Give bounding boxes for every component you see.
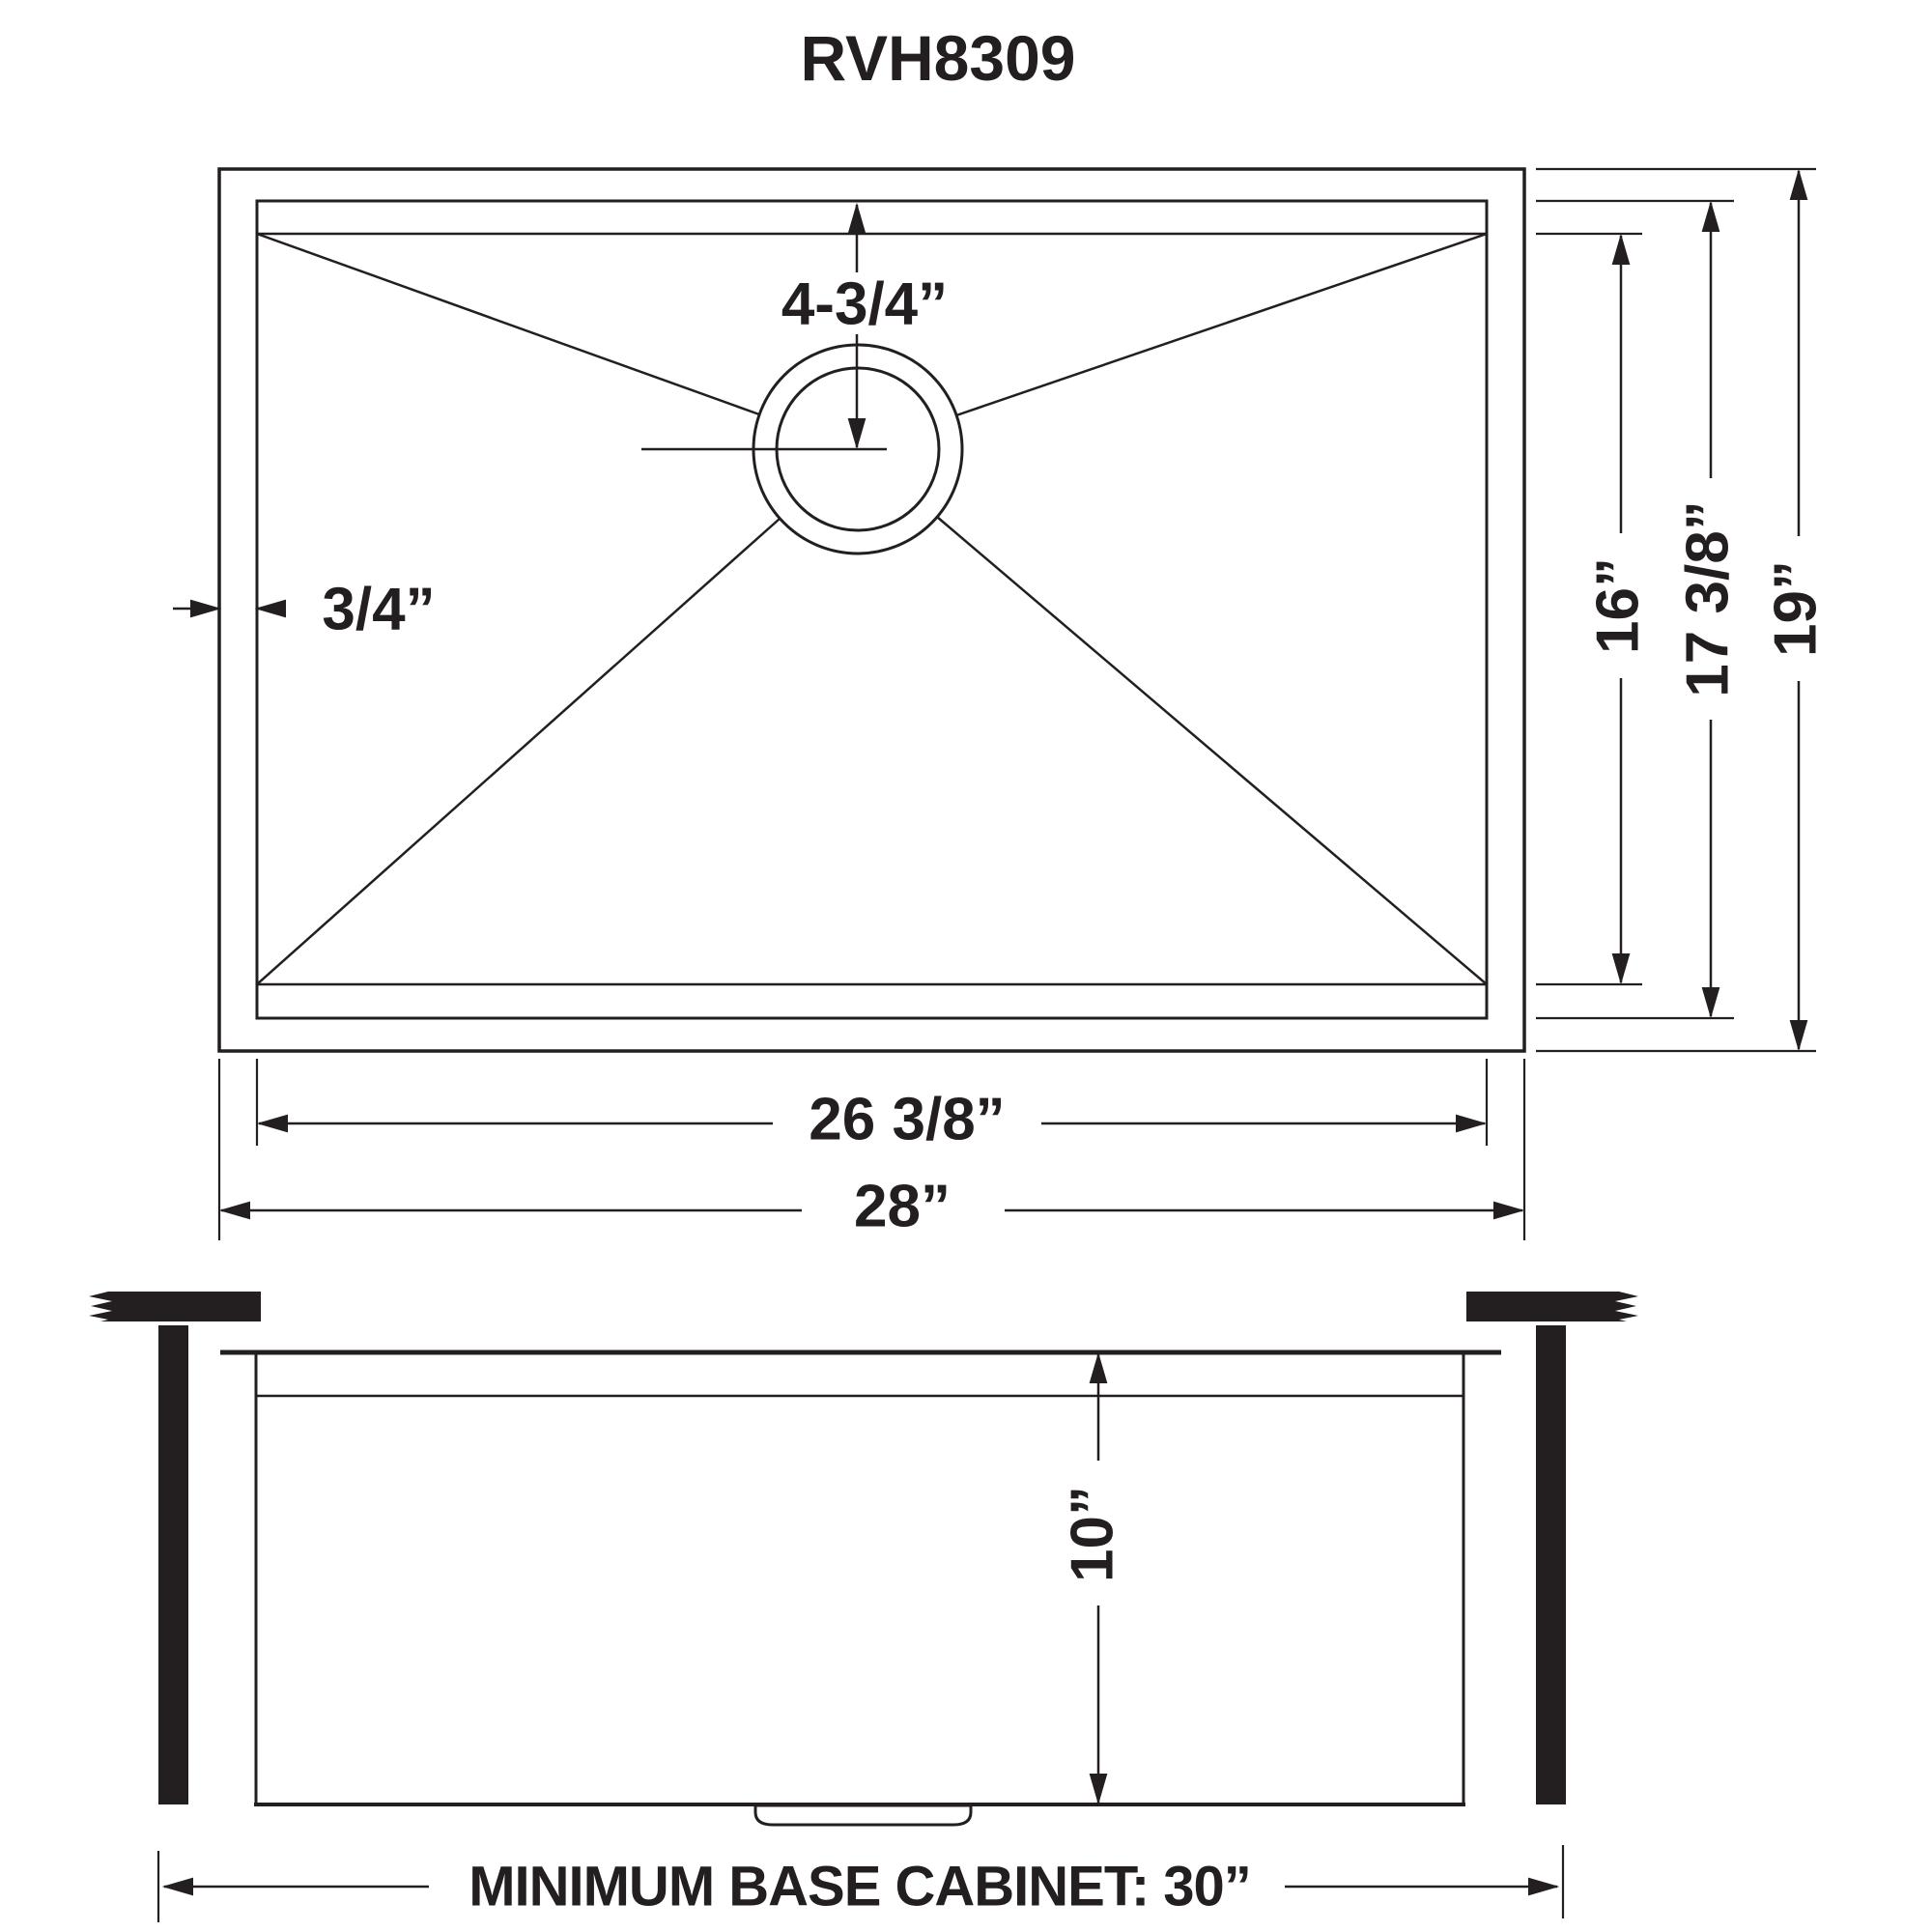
dim-bowl-inner-depth: 16” xyxy=(1585,233,1652,985)
label-mask xyxy=(749,272,985,334)
dim-base-cabinet-label: MINIMUM BASE CABINET: 30” xyxy=(469,1855,1251,1918)
section-view: 10” MINIMUM BASE CABINET: 30” xyxy=(89,1292,1638,1922)
label-mask xyxy=(773,1088,1041,1150)
dim-outer-width-label: 28” xyxy=(854,1174,951,1240)
dim-bowl-outer-depth: 17 3/8” xyxy=(1675,200,1743,1019)
dim-base-cabinet: MINIMUM BASE CABINET: 30” xyxy=(156,1845,1565,1922)
dim-overall-depth: 19” xyxy=(1763,168,1830,1052)
drawing-title: RVH8309 xyxy=(801,22,1076,94)
top-view: 4-3/4” 3/4” xyxy=(173,167,1526,1053)
dim-inner-width: 26 3/8” xyxy=(256,1087,1488,1153)
label-mask xyxy=(1589,533,1651,678)
label-mask xyxy=(1768,536,1830,681)
dim-bowl-depth: 10” xyxy=(1060,1351,1126,1805)
dim-bowl-outer-depth-label: 17 3/8” xyxy=(1675,500,1742,696)
bowl-crease-diagonal-top-left xyxy=(256,232,760,416)
cabinet-side-right xyxy=(1536,1325,1566,1804)
depth-dimensions: 16” 17 3/8” 19” xyxy=(1536,167,1830,1053)
dim-drain-offset-label: 4-3/4” xyxy=(781,271,948,338)
dim-overall-depth-label: 19” xyxy=(1763,560,1830,657)
bowl-crease-diagonal-bottom-left xyxy=(256,518,781,985)
dim-inner-width-label: 26 3/8” xyxy=(809,1087,1005,1153)
countertop-left xyxy=(89,1292,261,1321)
dim-bowl-inner-depth-label: 16” xyxy=(1585,557,1652,654)
dim-rim-inset: 3/4” xyxy=(173,577,436,643)
label-mask xyxy=(802,1175,1005,1236)
dim-rim-inset-label: 3/4” xyxy=(322,577,435,643)
width-dimensions: 26 3/8” 28” xyxy=(217,1059,1526,1240)
cabinet-side-left xyxy=(158,1325,188,1804)
bowl-crease-diagonal-bottom-right xyxy=(936,516,1488,985)
label-mask xyxy=(1681,478,1743,720)
dim-drain-offset: 4-3/4” xyxy=(749,202,985,450)
dim-outer-width: 28” xyxy=(218,1174,1525,1240)
dim-bowl-depth-label: 10” xyxy=(1060,1486,1126,1582)
drain-fitting xyxy=(753,1804,973,1827)
bowl-crease-diagonal-top-right xyxy=(955,232,1488,417)
countertop-right xyxy=(1466,1292,1638,1321)
